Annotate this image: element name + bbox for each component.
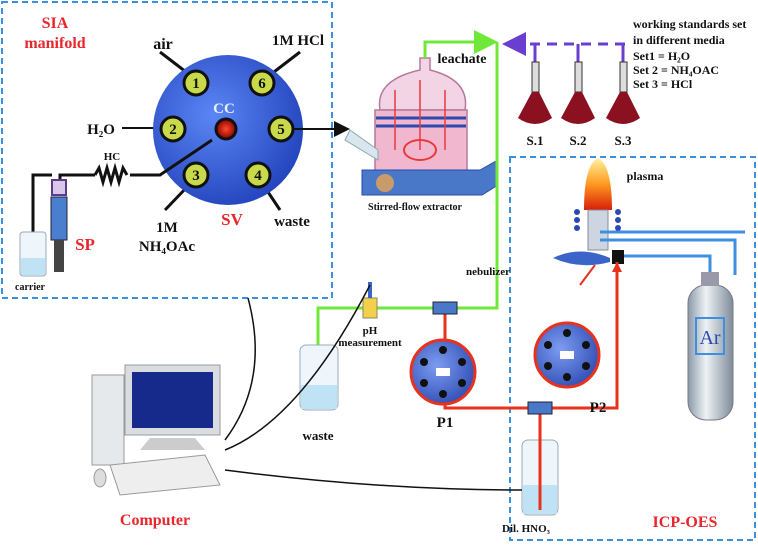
- standards-note: working standards set in different media…: [633, 17, 746, 91]
- svg-text:in different media: in different media: [633, 33, 725, 47]
- icp-title: ICP-OES: [653, 514, 718, 531]
- flask-s3: S.3: [606, 44, 640, 148]
- p1-label: P1: [437, 415, 454, 431]
- nh4oac-label: 1M: [156, 220, 178, 236]
- acid-label: Dil. HNO₃: [502, 523, 551, 535]
- plasma-flame: [584, 158, 612, 210]
- hc-label: HC: [104, 151, 121, 163]
- valve-port-6: 6: [248, 69, 276, 97]
- ph-label: pH: [363, 325, 378, 337]
- extractor-label: Stirred-flow extractor: [368, 202, 463, 213]
- holding-coil: [93, 162, 129, 188]
- svg-text:5: 5: [277, 122, 285, 138]
- flask-s2: S.2: [561, 44, 595, 148]
- svg-text:3: 3: [192, 168, 200, 184]
- standard-flasks: S.1 S.2 S.3: [518, 44, 640, 148]
- sia-title: SIA: [42, 15, 69, 32]
- peristaltic-pump-p1: P1: [409, 338, 477, 431]
- valve-port-2: 2: [159, 115, 187, 143]
- syringe-valve: [51, 179, 67, 196]
- svg-text:S.2: S.2: [570, 133, 587, 148]
- carrier-label: carrier: [15, 282, 46, 293]
- computer: Computer: [91, 284, 523, 529]
- valve-port-3: 3: [182, 161, 210, 189]
- keyboard: [109, 454, 221, 496]
- peristaltic-pump-p2: P2: [533, 321, 607, 416]
- plasma-label: plasma: [627, 169, 664, 183]
- valve-port-5: 5: [267, 115, 295, 143]
- svg-text:Set1 = H₂O: Set1 = H₂O: [633, 49, 690, 63]
- sp-label: SP: [75, 235, 95, 254]
- svg-text:1: 1: [192, 76, 200, 92]
- computer-label: Computer: [120, 512, 190, 529]
- computer-tower: [91, 374, 125, 466]
- svg-text:S.3: S.3: [615, 133, 632, 148]
- syringe-pump: [50, 196, 68, 241]
- sia-box-border: [1, 1, 333, 299]
- flask-s1: S.1: [518, 44, 552, 148]
- svg-text:4: 4: [254, 168, 262, 184]
- t-connector-1: [432, 301, 458, 315]
- water-label: H₂O: [87, 122, 115, 138]
- leachate-line: [423, 30, 498, 58]
- sv-label: SV: [221, 210, 243, 229]
- cc-label: CC: [213, 101, 235, 117]
- valve-port-4: 4: [244, 161, 272, 189]
- p2-label: P2: [590, 400, 607, 416]
- mouse: [93, 468, 107, 488]
- waste-port-label: waste: [274, 214, 310, 230]
- leachate-label: leachate: [438, 52, 487, 67]
- nebulizer-label: nebulizer: [466, 266, 510, 278]
- syringe-plunger: [54, 240, 64, 272]
- argon-label: Ar: [699, 327, 720, 349]
- central-channel: [214, 117, 238, 141]
- svg-text:2: 2: [169, 122, 177, 138]
- nh4oac-label-2: NH₄OAc: [139, 239, 195, 255]
- icp-oes: ICP-OES plasma nebulizer Ar: [466, 156, 756, 541]
- svg-text:6: 6: [258, 76, 266, 92]
- sia-title-2: manifold: [24, 35, 85, 52]
- ph-probe: [362, 297, 378, 319]
- svg-text:S.1: S.1: [527, 133, 544, 148]
- icp-box-border: [509, 156, 756, 541]
- svg-text:Set 2 = NH₄OAC: Set 2 = NH₄OAC: [633, 63, 719, 77]
- sia-manifold: SIA manifold 1 2 3 4 5 6 CC air 1M HCl H…: [1, 1, 350, 299]
- waste-label: waste: [302, 428, 333, 443]
- hcl-label: 1M HCl: [272, 33, 324, 49]
- t-connector-2: [527, 401, 553, 415]
- valve-port-1: 1: [182, 69, 210, 97]
- ph-label-2: measurement: [338, 337, 402, 349]
- air-label: air: [153, 36, 173, 53]
- stirred-flow-extractor: Stirred-flow extractor leachate: [344, 52, 499, 213]
- svg-text:working standards set: working standards set: [633, 17, 746, 31]
- svg-text:Set 3 = HCl: Set 3 = HCl: [633, 77, 693, 91]
- argon-cylinder: [687, 284, 734, 421]
